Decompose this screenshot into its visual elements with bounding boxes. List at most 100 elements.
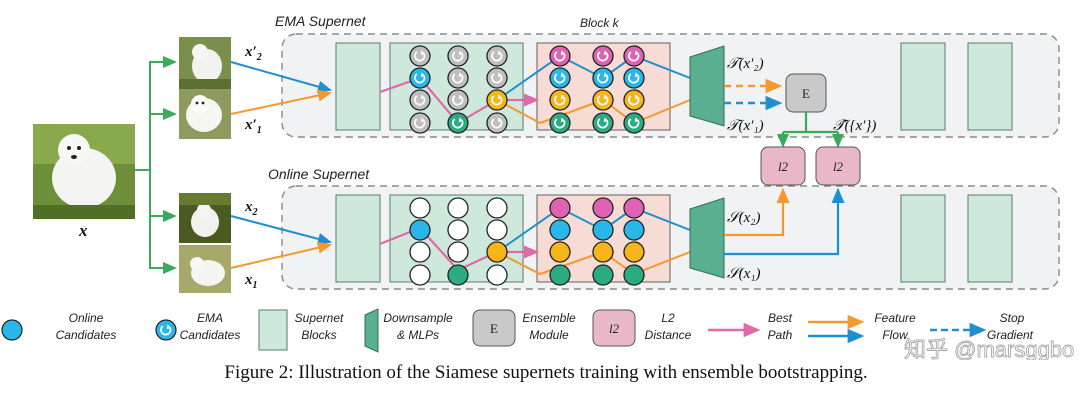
s-x1-label: 𝒮(x₁) [727,266,760,282]
online-node-c4-r1 [592,219,614,241]
ema-node-c2-r2 [486,89,508,111]
l2-distance-b-label: l2 [833,159,844,174]
legend-ensemble-icon-label: E [490,321,498,336]
ema-node-c5-r3 [623,112,645,134]
legend-downsample-icon [364,308,379,353]
legend-l2-icon-label: l2 [609,321,620,336]
ema-supernet-block-3 [967,42,1013,131]
ema-node-c2-r0 [486,45,508,67]
watermark: 知乎 @marsggbo [904,337,1074,360]
legend-ensemble-line1: Ensemble [522,311,576,325]
diagram-canvas: EMA Supernet Online Supernet Block k x [1,13,1075,360]
online-node-c0-r1 [409,219,431,241]
ema-supernet-label: EMA Supernet [275,13,367,29]
flow-x1-in [230,241,332,269]
augmentation-branches [135,56,177,274]
ema-node-c5-r2 [623,89,645,111]
input-x-label: x [78,221,88,240]
online-node-c5-r0 [623,197,645,219]
online-node-c5-r3 [623,264,645,286]
legend-feature-flow-line2: Flow [882,328,909,342]
ema-node-c1-r1 [447,67,469,89]
legend-online-candidate-icon [1,319,23,341]
online-node-c0-r3 [409,264,431,286]
legend-best-path-line1: Best [768,311,793,325]
online-node-c5-r2 [623,241,645,263]
online-node-c3-r3 [549,264,571,286]
legend-feature-flow-line1: Feature [874,311,916,325]
legend-supernet-block-icon [258,309,288,351]
legend-l2-icon [592,309,636,347]
flow-x2-prime-in [230,61,332,93]
legend-ensemble-icon [472,309,516,347]
legend-ensemble-line2: Module [529,328,569,342]
legend-stop-gradient-line2: Gradient [987,328,1034,342]
online-node-c2-r2 [486,241,508,263]
online-candidate-nodes [409,197,645,286]
t-x1-prime-label: 𝒯(x′₁) [727,118,764,134]
legend-online-candidates-line1: Online [69,311,104,325]
t-x2-prime-label: 𝒯(x′₂) [727,56,764,72]
aug-image-x2-prime [179,37,231,89]
online-downsample-mlp [689,197,725,279]
aug-image-x2 [179,193,231,243]
figure-caption: Figure 2: Illustration of the Siamese su… [224,362,868,383]
legend: Online Candidates EMA Candidates Superne… [1,308,1034,353]
ema-downsample-mlp [689,45,725,127]
ema-node-c3-r3 [549,112,571,134]
s-x2-label: 𝒮(x₂) [727,210,760,226]
ema-node-c2-r3 [486,112,508,134]
online-node-c4-r3 [592,264,614,286]
legend-downsample-line1: Downsample [383,311,453,325]
ensemble-to-l2-flow [781,112,840,143]
ema-node-c0-r0 [409,45,431,67]
l2-distance-a-label: l2 [778,159,789,174]
ema-node-c0-r3 [409,112,431,134]
online-output-s-x1-flow [724,187,845,256]
legend-l2-line2: Distance [645,328,692,342]
ema-node-c3-r0 [549,45,571,67]
online-node-c3-r0 [549,197,571,219]
online-supernet-block-1 [335,194,381,283]
online-supernet-block-3 [967,194,1013,283]
ema-node-c5-r0 [623,45,645,67]
online-node-c1-r0 [447,197,469,219]
ema-supernet-block-1 [335,42,381,131]
online-node-c4-r2 [592,241,614,263]
ema-node-c4-r2 [592,89,614,111]
legend-stop-gradient-line1: Stop [1000,311,1025,325]
legend-ema-candidates-line1: EMA [197,311,223,325]
legend-ema-candidate-icon [155,319,177,341]
ema-node-c1-r0 [447,45,469,67]
online-node-c0-r2 [409,241,431,263]
legend-downsample-line2: & MLPs [397,328,439,342]
input-image-x [33,124,135,219]
aug-image-x1 [179,245,231,293]
online-node-c3-r1 [549,219,571,241]
online-node-c2-r0 [486,197,508,219]
input-x1-label: x1 [244,272,258,291]
online-node-c1-r1 [447,219,469,241]
input-x1-prime-label: x′1 [244,117,262,136]
ema-node-c0-r2 [409,89,431,111]
legend-ema-candidates-line2: Candidates [180,328,241,342]
flow-x2-in [230,215,332,245]
online-node-c2-r1 [486,219,508,241]
ema-node-c3-r2 [549,89,571,111]
ema-node-c1-r2 [447,89,469,111]
online-node-c4-r0 [592,197,614,219]
online-node-c0-r0 [409,197,431,219]
ema-node-c3-r1 [549,67,571,89]
ema-node-c0-r1 [409,67,431,89]
online-supernet-block-2 [900,194,946,283]
input-x2-label: x2 [244,199,258,218]
ema-node-c4-r1 [592,67,614,89]
legend-supernet-blocks-line1: Supernet [295,311,344,325]
aug-image-x1-prime [179,89,231,139]
legend-supernet-blocks-line2: Blocks [301,328,336,342]
ema-node-c2-r1 [486,67,508,89]
online-node-c1-r3 [447,264,469,286]
input-x2-prime-label: x′2 [244,44,262,63]
online-output-s-x2-flow [724,187,790,237]
online-node-c2-r3 [486,264,508,286]
